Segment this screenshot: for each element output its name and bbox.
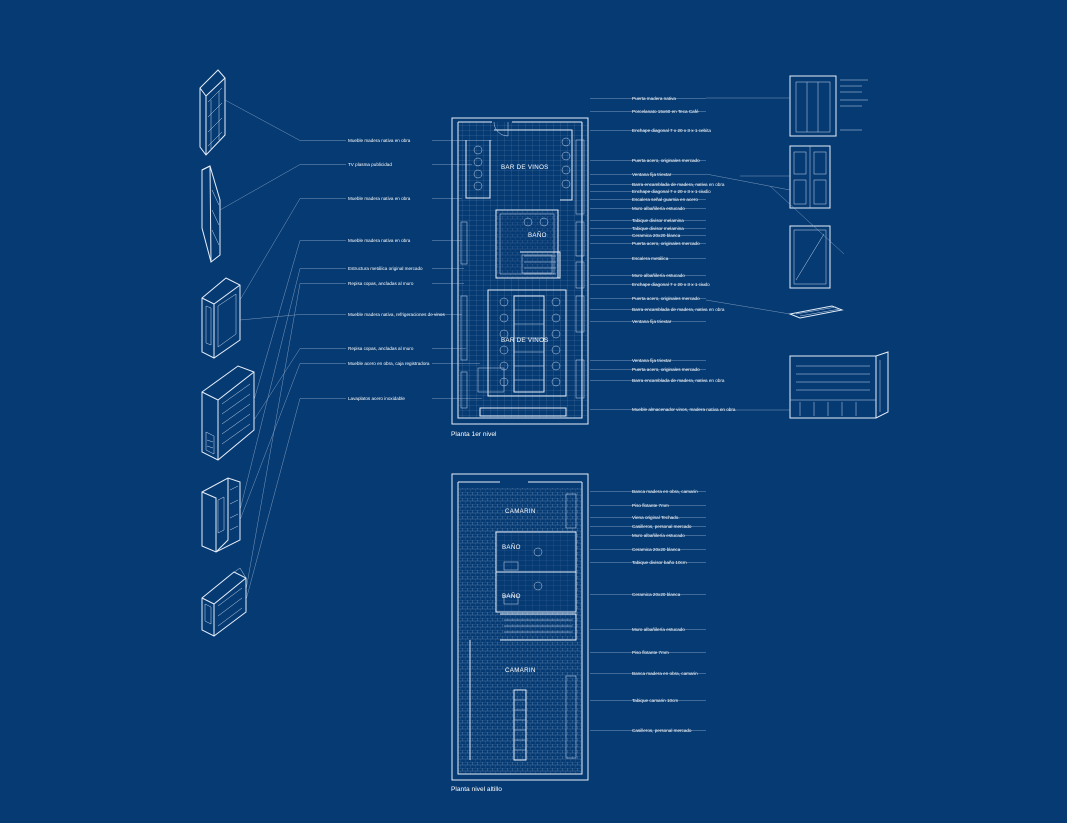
elev-window: [789, 225, 831, 289]
plan2-caption: Planta nivel altillo: [451, 786, 502, 793]
plan2-right-label-2: Piso flotante 7mm: [632, 503, 669, 508]
plan2-right-label-9: Muro albañilería estucado: [632, 627, 685, 632]
plan1-right-label-8: Escalera señal guarnia en acero: [632, 197, 698, 202]
leader-lines: [219, 97, 845, 731]
plan2-right-label-6: Ceramica 20x20 blanca: [632, 547, 681, 552]
elev-door-frame: [789, 75, 868, 137]
plan1-room-bathroom: BAÑO: [528, 232, 547, 239]
plan1-right-label-10: Tabique divisor melamina: [632, 218, 684, 223]
elev-door: [789, 145, 831, 209]
plan1-right-label-11: Tabique divisor melamina: [632, 226, 684, 231]
plan2-room-camarin-lower: CAMARIN: [505, 667, 536, 674]
plan2-right-label-11: Banca madera en obra, camarin: [632, 671, 698, 676]
plan1-right-label-12: Ceramica 20x20 blanca: [632, 233, 681, 238]
plan1-left-label-5: Estructura metálica original mercado: [348, 266, 423, 271]
plan1-right-label-6: Barra encamblada de madera, nativa en ob…: [632, 182, 725, 187]
plan1-left-labels: Mueble madera nativa en obra TV plasma pu…: [348, 138, 445, 401]
plan2-right-label-3: Viena original Techado.: [632, 515, 680, 520]
plan1-room-bar-lower: BAR DE VINOS: [501, 337, 549, 344]
plan2-right-label-5: Muro albañilería estucado: [632, 533, 685, 538]
plan2-right-label-10: Piso flotante 7mm: [632, 650, 669, 655]
plan1-left-label-1: Mueble madera nativa en obra: [348, 138, 411, 143]
plan1-right-label-1: Puerta madera nativa: [632, 96, 676, 101]
iso-cabinet-5: [201, 477, 241, 553]
plan1-left-label-7: Mueble madera nativa, refrigeraciones de…: [348, 312, 445, 317]
plan1-left-label-6: Repisa copas, ancladas al muro: [348, 281, 414, 286]
plan1-right-label-18: Barra encamblada de madera, nativa en ob…: [632, 307, 725, 312]
plan1-right-label-23: Mueble almacenador vinos, madera nativa …: [632, 407, 736, 412]
plan1-left-label-9: Mueble acero en obra, caja registradora: [348, 361, 430, 366]
left-furniture-column: [199, 69, 255, 637]
plan2-floor: [458, 488, 582, 774]
plan2-room-bathroom-2: BAÑO: [502, 593, 521, 600]
plan1-right-label-19: Ventana fija triextar: [632, 319, 672, 324]
plan1-right-label-16: Enchape diagonal 7 x 20 x 3 x 1 ciudo: [632, 282, 710, 287]
plan1-right-label-9: Muro albañilería estucado: [632, 206, 685, 211]
elev-bar-top: [788, 305, 844, 319]
plan1-right-label-4: Puerta acero, originales mercado: [632, 158, 700, 163]
plan1-left-label-2: TV plasma publicidad: [348, 162, 392, 167]
plan1-right-label-5: Ventana fija triextar: [632, 172, 672, 177]
plan1-caption: Planta 1er nivel: [451, 431, 497, 438]
plan2-right-label-7: Tabique divisor baño 10cm: [632, 560, 687, 565]
plan2-room-camarin-upper: CAMARIN: [505, 508, 536, 515]
plan1-right-label-17: Puerta acero, originales mercado: [632, 296, 700, 301]
plan-loft-level: [451, 473, 589, 781]
plan1-right-label-14: Escalera metálica: [632, 256, 669, 261]
plan1-room-bar-upper: BAR DE VINOS: [501, 164, 549, 171]
plan1-right-label-3: Enchape diagonal 7 x 20 x 3 x 1 cebita: [632, 128, 711, 133]
plan1-right-label-7: Enchape diagonal 7 x 20 x 3 x 1 ciudio: [632, 189, 711, 194]
plan1-right-label-22: Barra encamblada de madera, nativa en ob…: [632, 378, 725, 383]
plan1-left-label-10: Lavaplatos acero inoxidable: [348, 396, 405, 401]
iso-wine-cabinet-4: [201, 365, 255, 461]
plan2-room-bathroom-1: BAÑO: [502, 544, 521, 551]
plan2-right-label-8: Ceramica 20x20 blanca: [632, 592, 681, 597]
elev-wine-storage: [789, 351, 889, 419]
iso-register-desk-6: [201, 567, 247, 637]
plan2-right-label-12: Tabique camarin 10cm: [632, 698, 678, 703]
plan1-right-label-13: Puerta acero, originales mercado: [632, 241, 700, 246]
plan1-right-label-2: Porcelanato 15x60 en Teca Café: [632, 109, 699, 114]
plan1-left-label-3: Mueble madera nativa en obra: [348, 196, 411, 201]
plan2-right-label-13: Casilleros, personal mercado: [632, 728, 692, 733]
iso-shelf-1: [199, 69, 226, 156]
plan1-left-label-8: Repisa copas, ancladas al muro: [348, 346, 414, 351]
plan1-right-label-15: Muro albañilería estucado: [632, 273, 685, 278]
right-elevations: [788, 75, 889, 419]
plan1-right-label-20: Ventana fija triextar: [632, 358, 672, 363]
iso-shelf-2: [201, 165, 221, 263]
plan1-left-label-4: Mueble madera nativa en obra: [348, 238, 411, 243]
plan-first-level: [451, 117, 589, 425]
plan2-right-label-4: Casilleros, personal mercado: [632, 524, 692, 529]
plan2-right-label-1: Banca madera en obra, camarin: [632, 489, 698, 494]
iso-cabinet-3: [201, 277, 241, 359]
plan1-right-label-21: Puerta acero, originales mercado: [632, 367, 700, 372]
